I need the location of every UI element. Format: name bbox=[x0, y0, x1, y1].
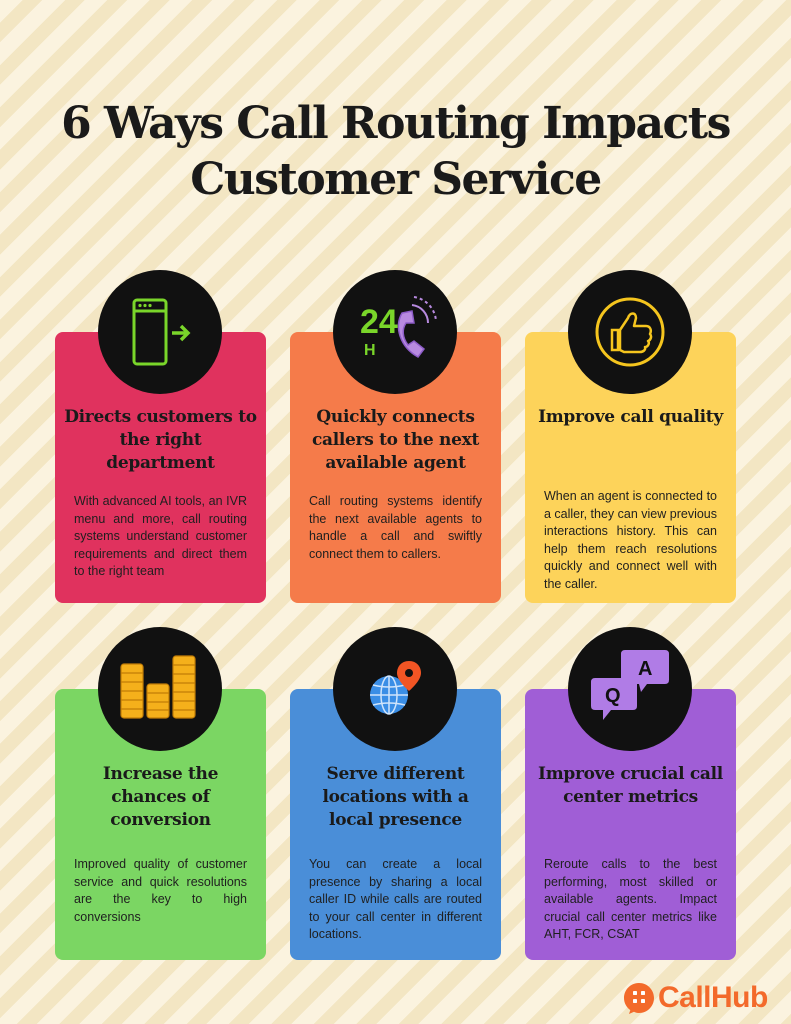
card-heading: Increase the chances of conversion bbox=[102, 764, 219, 830]
icon-badge: 24 H bbox=[333, 270, 457, 394]
icon-24-text: 24 bbox=[360, 303, 398, 341]
card-body: When an agent is connected to a caller, … bbox=[544, 489, 718, 591]
card-body: Reroute calls to the best performing, mo… bbox=[544, 857, 717, 941]
callhub-logo: CallHub bbox=[622, 981, 768, 1015]
callhub-logo-icon bbox=[624, 983, 654, 1014]
24h-phone-icon: 24 H bbox=[360, 296, 437, 359]
card-heading: Quickly connects callers to the next ava… bbox=[311, 407, 480, 473]
icon-badge bbox=[568, 270, 692, 394]
icon-badge bbox=[98, 270, 222, 394]
page-title-line-1: 6 Ways Call Routing Impacts bbox=[61, 98, 731, 149]
card-body: Improved quality of customer service and… bbox=[74, 857, 247, 924]
exit-door-icon bbox=[132, 298, 191, 366]
icon-q-text: Q bbox=[605, 685, 621, 707]
card-heading: Serve different locations with a local p… bbox=[322, 764, 469, 830]
card-increase-conversion: Increase the chances of conversion Impro… bbox=[55, 689, 266, 960]
thumbs-up-icon bbox=[595, 297, 665, 367]
page-title-line-2: Customer Service bbox=[190, 154, 602, 205]
page-title: 6 Ways Call Routing Impacts Customer Ser… bbox=[0, 96, 791, 208]
coin-stacks-icon bbox=[120, 655, 196, 719]
globe-pin-icon bbox=[370, 661, 421, 715]
card-body: With advanced AI tools, an IVR menu and … bbox=[74, 494, 247, 578]
qa-bubbles-icon: A Q bbox=[591, 650, 669, 720]
card-quickly-connects: Quickly connects callers to the next ava… bbox=[290, 332, 501, 603]
card-heading: Improve crucial call center metrics bbox=[538, 764, 723, 807]
card-heading: Directs customers to the right departmen… bbox=[64, 407, 257, 473]
card-body: Call routing systems identify the next a… bbox=[309, 494, 482, 561]
icon-a-text: A bbox=[638, 658, 652, 680]
callhub-logo-text: CallHub bbox=[658, 981, 768, 1014]
icon-h-text: H bbox=[364, 342, 376, 359]
icon-badge bbox=[333, 627, 457, 751]
icon-badge bbox=[98, 627, 222, 751]
icon-badge: A Q bbox=[568, 627, 692, 751]
card-heading: Improve call quality bbox=[538, 407, 723, 427]
card-body: You can create a local presence by shari… bbox=[309, 857, 482, 941]
card-improve-quality: Improve call quality When an agent is co… bbox=[525, 332, 736, 603]
